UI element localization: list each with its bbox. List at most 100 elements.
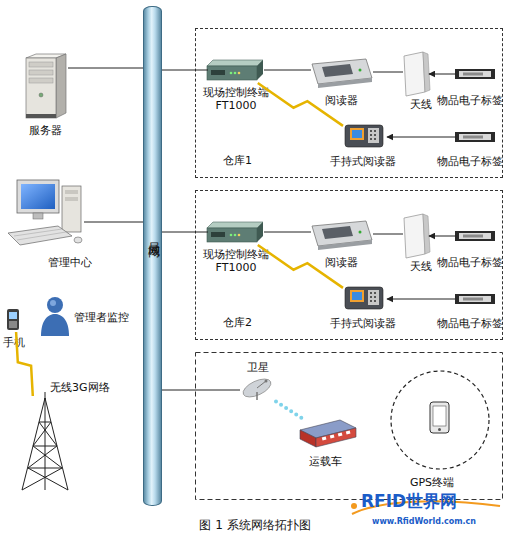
computer-icon-part bbox=[74, 237, 82, 243]
truck-icon-part bbox=[330, 435, 335, 439]
truck-icon-part bbox=[300, 430, 316, 447]
computer-icon bbox=[8, 180, 82, 245]
node-label: 物品电子标签 bbox=[437, 317, 503, 330]
computer-icon-part bbox=[65, 197, 78, 201]
gps-handset-icon-part bbox=[438, 428, 441, 431]
truck-icon-part bbox=[338, 433, 343, 437]
management-center-node: 管理中心 bbox=[10, 178, 84, 246]
network-wire bbox=[373, 234, 403, 235]
tag-node: 物品电子标签 bbox=[456, 295, 496, 305]
figure-caption: 图 1 系统网络拓扑图 bbox=[199, 517, 310, 534]
radio-tower-icon-part bbox=[33, 422, 51, 446]
satellite-icon-part bbox=[240, 375, 273, 400]
node-label: GPS终端 bbox=[410, 476, 454, 489]
node-label: 现场控制终端 FT1000 bbox=[202, 248, 270, 274]
mobile-phone-icon-part bbox=[9, 321, 17, 328]
radio-tower-icon-part bbox=[28, 468, 62, 469]
mobile-phone-icon-part bbox=[9, 312, 17, 319]
server-node: 服务器 bbox=[22, 55, 68, 120]
group-title: 仓库1 bbox=[223, 154, 252, 167]
satellite-link bbox=[276, 402, 305, 421]
tag-node: 物品电子标签 bbox=[456, 232, 496, 242]
satellite-icon-part bbox=[256, 392, 258, 400]
node-label: 阅读器 bbox=[325, 94, 358, 107]
radio-tower-icon-part bbox=[33, 446, 62, 468]
transport-frame bbox=[196, 353, 503, 500]
gps-handset-icon bbox=[430, 402, 449, 433]
mobile-phone-icon-part bbox=[7, 309, 19, 330]
person-icon-part bbox=[47, 297, 63, 313]
node-label: 局域网 bbox=[147, 233, 160, 239]
radio-tower-icon-part bbox=[45, 398, 68, 490]
handheld-reader-node: 手持式阅读器 bbox=[343, 123, 387, 151]
node-label: 手机 bbox=[3, 336, 25, 349]
satellite-icon-part bbox=[257, 381, 266, 388]
node-label: 物品电子标签 bbox=[437, 94, 503, 107]
handheld-reader-node: 手持式阅读器 bbox=[343, 285, 387, 313]
satellite-node: 卫星 bbox=[240, 378, 276, 402]
server-icon-part bbox=[26, 114, 56, 118]
truck-icon-part bbox=[322, 437, 327, 441]
person-icon bbox=[41, 297, 69, 336]
node-label: 现场控制终端 FT1000 bbox=[202, 86, 270, 112]
satellite-icon bbox=[240, 375, 273, 400]
supervisor-node: 管理者监控 bbox=[40, 296, 70, 336]
signal-arrow bbox=[429, 236, 456, 237]
node-label: 物品电子标签 bbox=[437, 155, 503, 168]
radio-tower-icon-part bbox=[39, 422, 51, 423]
tag-node: 物品电子标签 bbox=[456, 70, 496, 80]
tower-node: 无线3G网络 bbox=[18, 396, 72, 490]
reader-node: 阅读器 bbox=[311, 221, 373, 249]
antenna-node: 天线 bbox=[403, 215, 429, 259]
person-icon-part bbox=[50, 300, 56, 306]
computer-icon-part bbox=[62, 186, 81, 232]
node-label: 运载车 bbox=[309, 455, 342, 468]
server-icon-part bbox=[56, 54, 66, 118]
server-icon-part bbox=[26, 58, 56, 118]
node-label: 天线 bbox=[410, 98, 432, 111]
node-label: 管理中心 bbox=[48, 256, 92, 269]
signal-arrow bbox=[429, 74, 456, 75]
watermark-url: www.RfidWorld.com.cn bbox=[372, 517, 476, 526]
computer-icon-part bbox=[17, 180, 59, 213]
tag-node: 物品电子标签 bbox=[456, 133, 496, 143]
node-label: 无线3G网络 bbox=[50, 381, 110, 394]
server-icon-part bbox=[29, 78, 53, 83]
node-label: 阅读器 bbox=[325, 256, 358, 269]
warehouse-box: 仓库1现场控制终端 FT1000阅读器天线物品电子标签手持式阅读器物品电子标签 bbox=[195, 28, 503, 178]
controller-node: 现场控制终端 FT1000 bbox=[208, 223, 264, 245]
reader-node: 阅读器 bbox=[311, 59, 373, 87]
server-icon-part bbox=[29, 70, 53, 75]
radio-tower-icon-part bbox=[28, 446, 57, 468]
network-wire bbox=[264, 232, 311, 233]
network-wire bbox=[68, 68, 143, 69]
network-wire bbox=[264, 70, 311, 71]
network-wire bbox=[162, 70, 208, 71]
node-label: 服务器 bbox=[29, 124, 62, 137]
mobile-phone-node: 手机 bbox=[5, 308, 21, 332]
antenna-node: 天线 bbox=[403, 53, 429, 97]
server-icon-part bbox=[39, 93, 43, 97]
truck-icon bbox=[300, 420, 356, 447]
network-wire bbox=[373, 72, 403, 73]
node-label: 天线 bbox=[410, 260, 432, 273]
watermark-logo-text: RFID世界网 bbox=[361, 490, 457, 513]
truck-icon-part bbox=[316, 428, 356, 447]
network-wire bbox=[162, 232, 208, 233]
computer-icon-part bbox=[21, 184, 55, 209]
gps-handset-icon-part bbox=[430, 402, 449, 433]
gps-handset-icon-part bbox=[433, 406, 446, 426]
truck-icon-part bbox=[346, 431, 351, 435]
radio-tower-icon-part bbox=[33, 446, 57, 447]
circle-outline bbox=[390, 370, 490, 470]
computer-icon-part bbox=[65, 190, 78, 194]
radio-tower-icon-part bbox=[45, 398, 46, 490]
dashed-circle bbox=[391, 371, 489, 469]
satellite-icon-part bbox=[265, 380, 268, 383]
person-icon-part bbox=[41, 314, 69, 336]
computer-icon-part bbox=[14, 229, 62, 236]
node-label: 物品电子标签 bbox=[437, 256, 503, 269]
lan-pipe: 局域网 bbox=[143, 6, 162, 506]
server-icon bbox=[26, 54, 66, 118]
